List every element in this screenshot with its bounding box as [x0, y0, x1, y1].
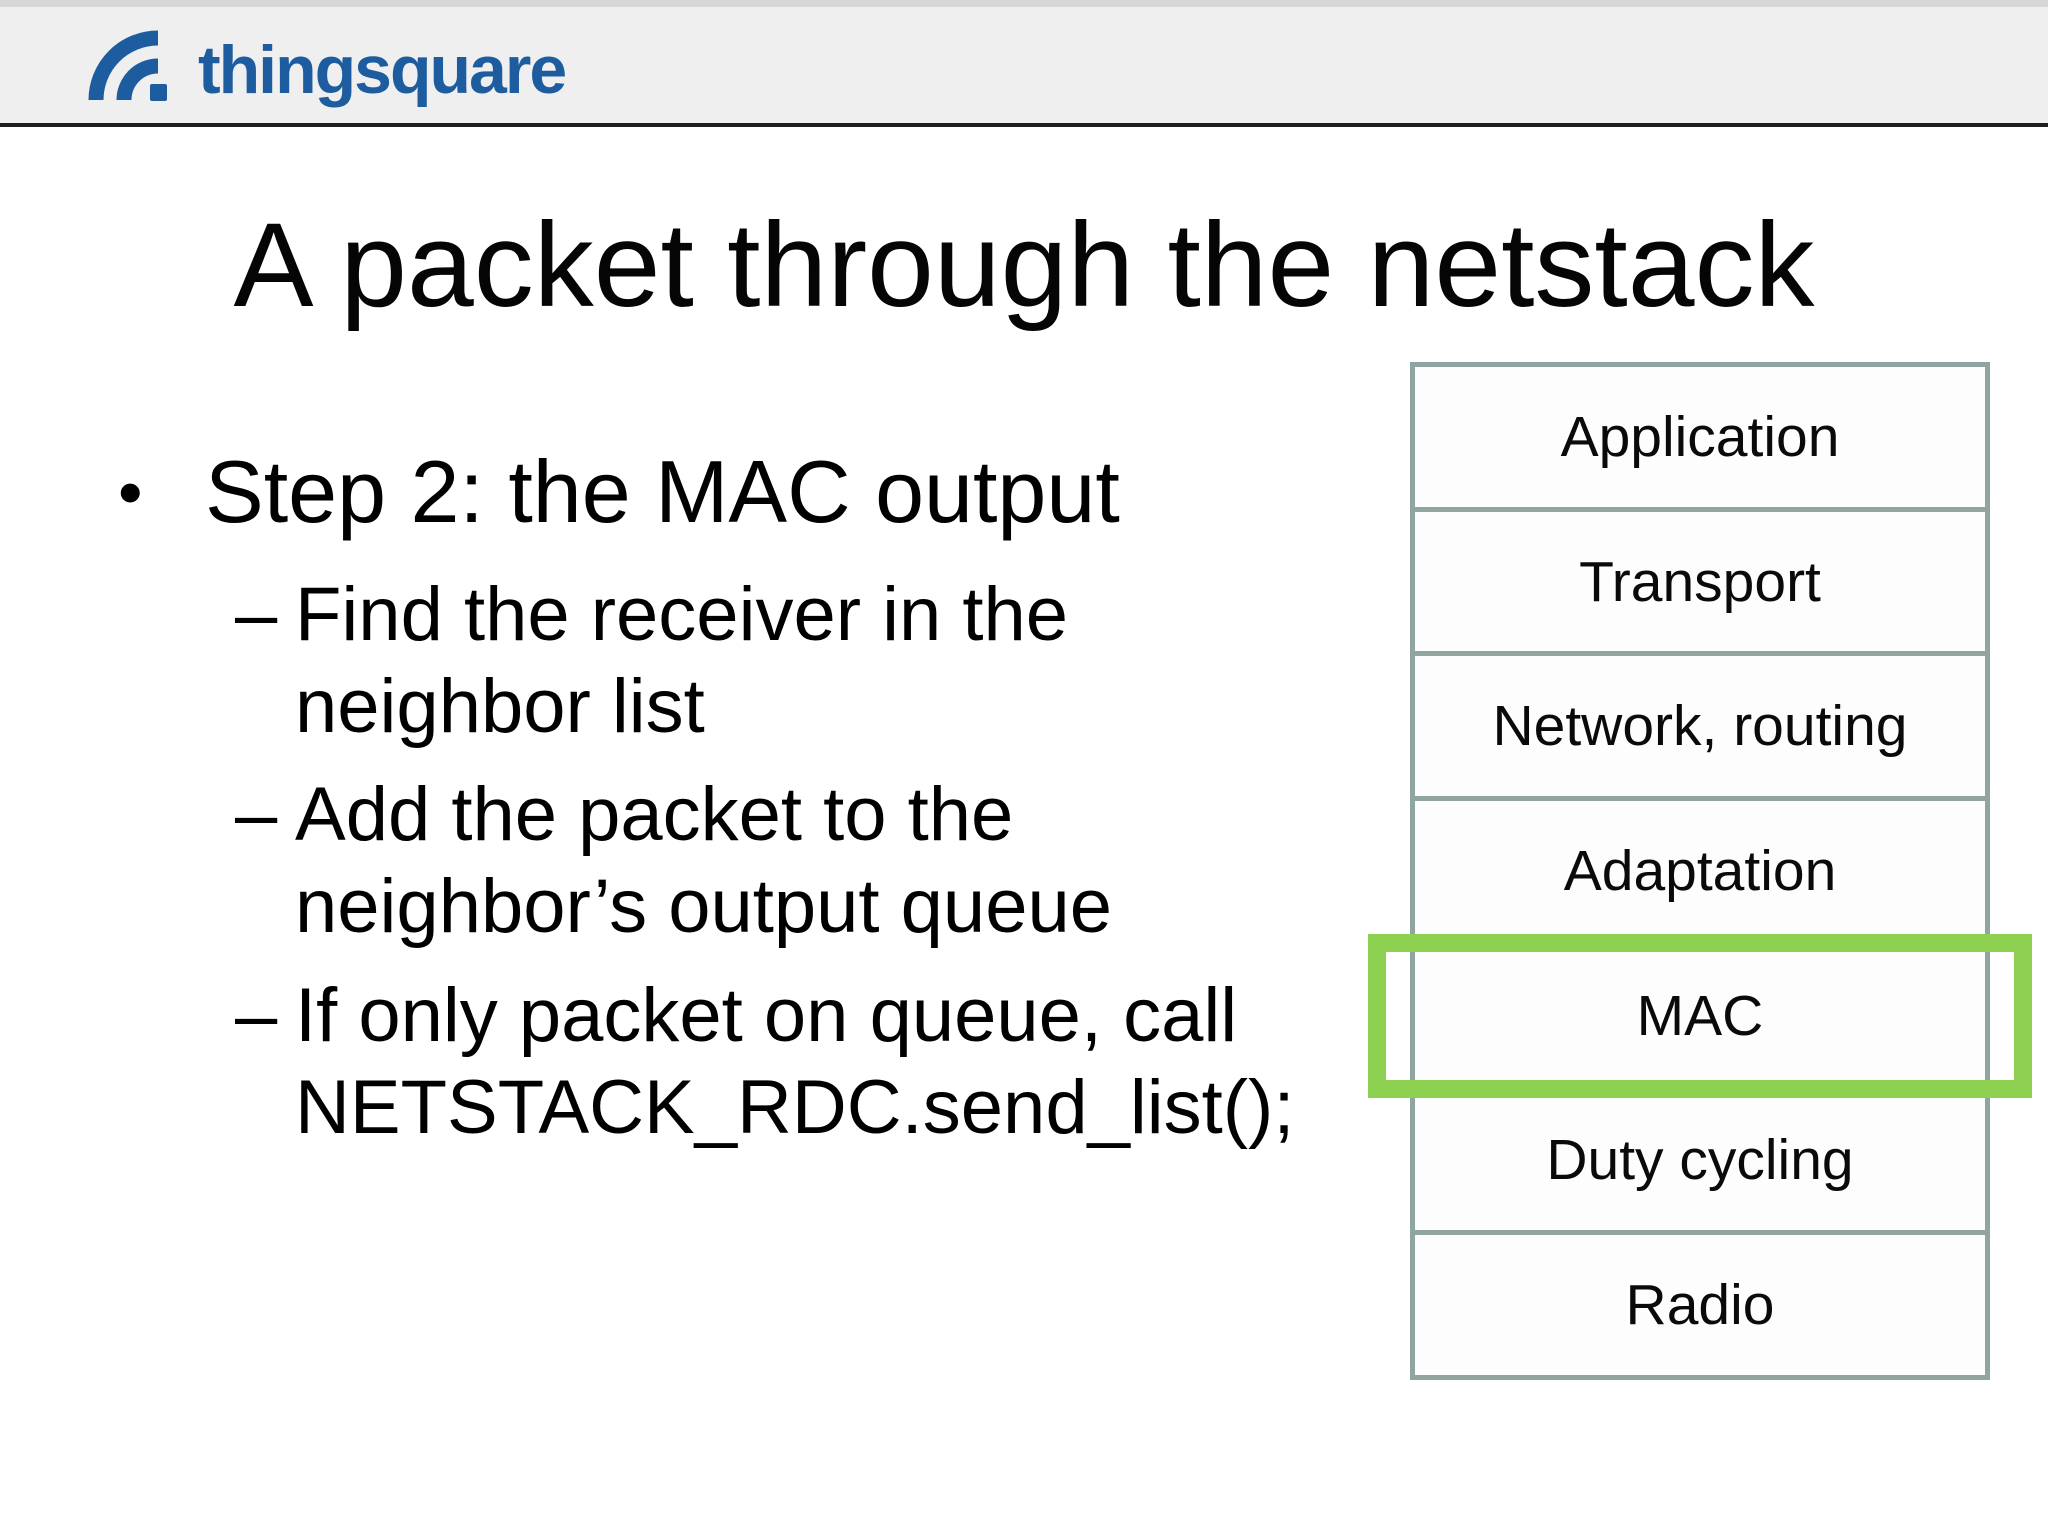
stack-layer-adaptation: Adaptation	[1410, 796, 1990, 946]
stack-layer-network-routing: Network, routing	[1410, 651, 1990, 802]
bullet-text: Step 2: the MAC output	[205, 442, 1120, 541]
stack-layer-label: MAC	[1636, 983, 1764, 1048]
bullet-item: • Step 2: the MAC output	[110, 437, 1350, 547]
stack-layer-label: Transport	[1579, 549, 1821, 614]
header-top-strip	[0, 0, 2048, 7]
stack-layer-application: Application	[1410, 362, 1990, 512]
slide-header: thingsquare	[0, 0, 2048, 127]
bullet-dash-marker: –	[235, 772, 278, 857]
bullet-text: Find the receiver in the neighbor list	[295, 572, 1069, 749]
logo-wordmark: thingsquare	[198, 32, 567, 108]
slide-title: A packet through the netstack	[233, 198, 1815, 332]
stack-layer-label: Radio	[1625, 1273, 1775, 1338]
stack-layer-label: Network, routing	[1492, 694, 1908, 759]
thingsquare-logo: thingsquare	[88, 20, 567, 108]
bullet-text: If only packet on queue, call NETSTACK_R…	[295, 973, 1295, 1150]
bullet-item: –Add the packet to the neighbor’s output…	[110, 769, 1350, 953]
bullet-text: Add the packet to the neighbor’s output …	[295, 772, 1112, 949]
bullet-dash-marker: –	[235, 572, 278, 657]
stack-layer-radio: Radio	[1410, 1230, 1990, 1381]
wifi-arcs-icon	[88, 30, 167, 101]
stack-layer-label: Application	[1560, 404, 1840, 469]
stack-layer-duty-cycling: Duty cycling	[1410, 1085, 1990, 1236]
stack-layer-label: Adaptation	[1563, 839, 1837, 904]
mac-highlight-box	[1368, 934, 2032, 1098]
bullet-item: –Find the receiver in the neighbor list	[110, 569, 1350, 753]
bullet-dash-marker: –	[235, 973, 278, 1058]
stack-layer-label: Duty cycling	[1546, 1128, 1854, 1193]
bullet-dot-marker: •	[118, 453, 143, 531]
stack-layer-transport: Transport	[1410, 506, 1990, 657]
bullet-item: –If only packet on queue, call NETSTACK_…	[110, 970, 1350, 1154]
